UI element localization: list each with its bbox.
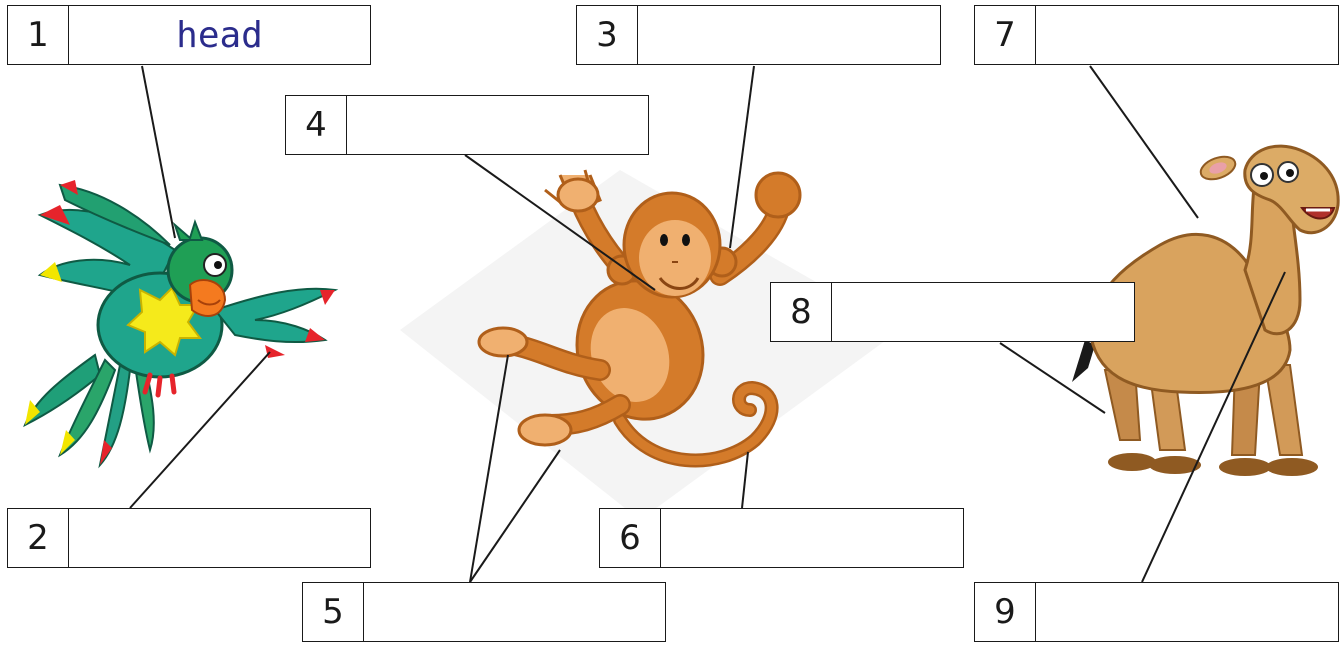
label-box-9: 9: [974, 582, 1339, 642]
label-number: 6: [600, 509, 661, 567]
label-number: 7: [975, 6, 1036, 64]
leader-line-6: [742, 452, 748, 508]
label-box-8: 8: [770, 282, 1135, 342]
label-number: 1: [8, 6, 69, 64]
label-box-7: 7: [974, 5, 1339, 65]
answer-field-5[interactable]: [364, 583, 665, 641]
answer-field-7[interactable]: [1036, 6, 1338, 64]
label-number: 8: [771, 283, 832, 341]
label-number: 4: [286, 96, 347, 154]
label-number: 5: [303, 583, 364, 641]
answer-field-4[interactable]: [347, 96, 648, 154]
answer-field-1[interactable]: head: [69, 6, 370, 64]
label-box-3: 3: [576, 5, 941, 65]
leader-line-3: [730, 66, 754, 248]
answer-field-9[interactable]: [1036, 583, 1338, 641]
answer-field-8[interactable]: [832, 283, 1134, 341]
label-box-4: 4: [285, 95, 649, 155]
leader-line-5b: [470, 450, 560, 582]
parrot-icon: [25, 180, 335, 465]
label-box-2: 2: [7, 508, 371, 568]
leader-line-7: [1090, 66, 1198, 218]
label-box-6: 6: [599, 508, 964, 568]
answer-field-6[interactable]: [661, 509, 963, 567]
answer-field-3[interactable]: [638, 6, 940, 64]
label-box-5: 5: [302, 582, 666, 642]
label-number: 2: [8, 509, 69, 567]
answer-field-2[interactable]: [69, 509, 370, 567]
label-number: 3: [577, 6, 638, 64]
label-box-1: 1 head: [7, 5, 371, 65]
leader-line-1: [142, 66, 175, 238]
label-number: 9: [975, 583, 1036, 641]
